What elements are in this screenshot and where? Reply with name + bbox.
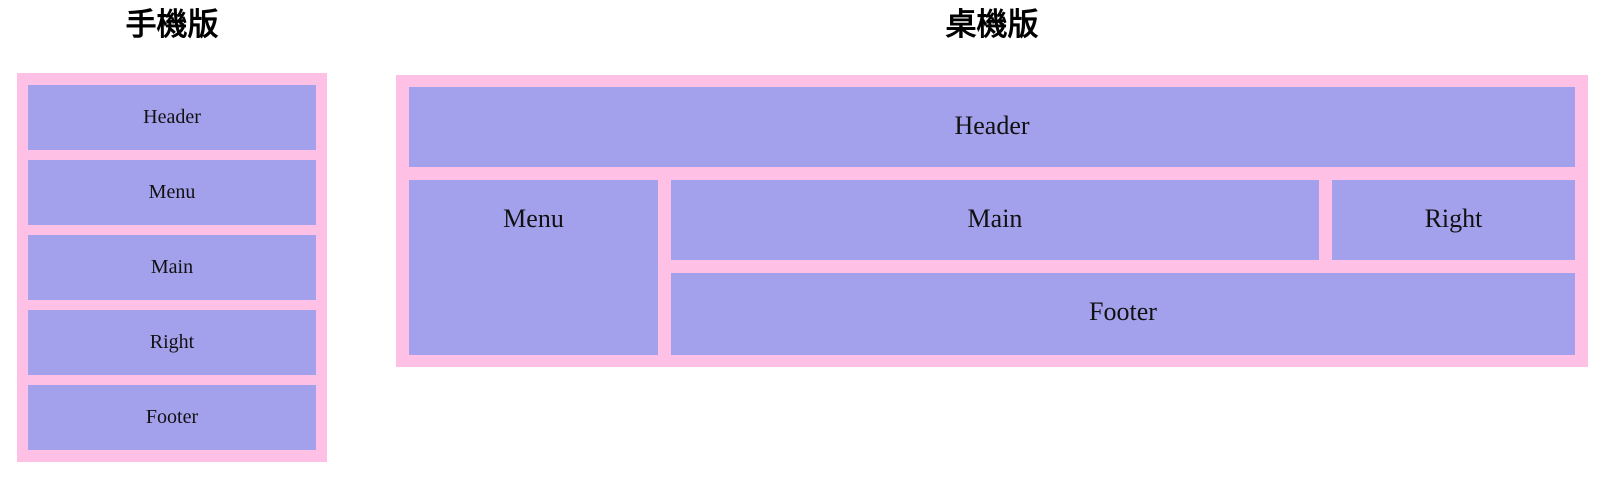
- mobile-right-box: Right: [28, 310, 316, 375]
- desktop-right-box: Right: [1332, 180, 1575, 260]
- desktop-footer-box: Footer: [671, 273, 1575, 355]
- mobile-footer-box: Footer: [28, 385, 316, 450]
- mobile-header-box: Header: [28, 85, 316, 150]
- mobile-menu-box: Menu: [28, 160, 316, 225]
- desktop-menu-box: Menu: [409, 180, 658, 355]
- desktop-header-box: Header: [409, 87, 1575, 167]
- mobile-layout-container: Header Menu Main Right Footer: [17, 73, 327, 462]
- desktop-version-title: 桌機版: [945, 7, 1039, 42]
- desktop-layout-container: Header Menu Main Right Footer: [396, 75, 1588, 367]
- mobile-main-box: Main: [28, 235, 316, 300]
- mobile-version-title: 手機版: [125, 7, 219, 42]
- desktop-main-box: Main: [671, 180, 1319, 260]
